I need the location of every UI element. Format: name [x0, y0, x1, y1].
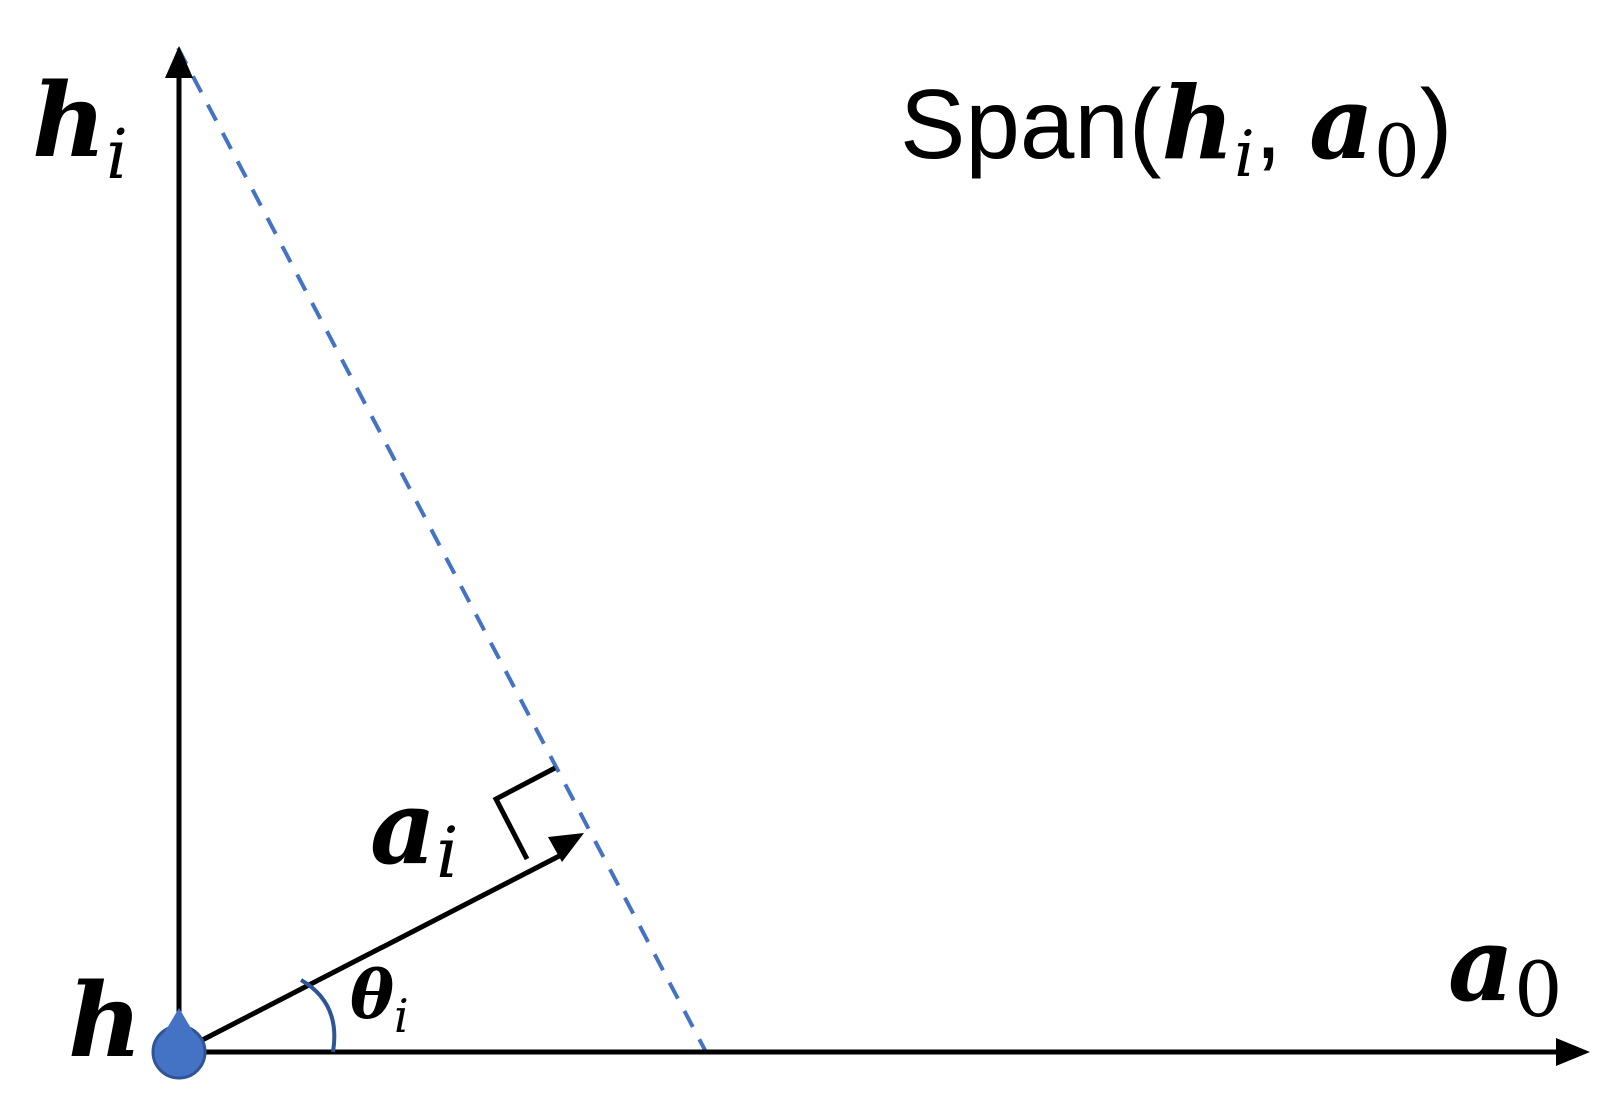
ai-vector-arrowhead [548, 833, 584, 862]
hi-label: hi [32, 61, 128, 195]
origin-label: h [68, 961, 142, 1081]
theta-label: θi [350, 956, 409, 1043]
ai-label: ai [370, 768, 458, 894]
a0-label: a0 [1448, 905, 1562, 1034]
right-angle-marker [492, 765, 557, 861]
ai-vector-line [177, 849, 569, 1055]
dashed-projection-line [176, 47, 708, 1053]
origin-point-tip [163, 1008, 195, 1035]
a0-axis-arrowhead [1556, 1038, 1590, 1066]
span-label: Span(hi, a0) [900, 64, 1452, 193]
theta-angle-arc [299, 978, 337, 1053]
hi-axis-arrowhead [165, 46, 193, 78]
